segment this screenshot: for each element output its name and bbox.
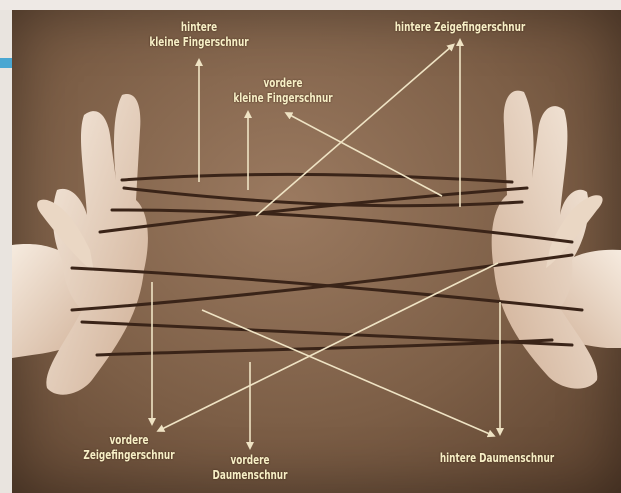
string-loops	[72, 174, 582, 355]
left-hand	[46, 94, 148, 395]
label-hintere-kleine-fingerschnur: hintere kleine Fingerschnur	[138, 20, 261, 50]
arrow-hintere-daumenschnur-a	[202, 310, 492, 435]
label-hintere-zeigefingerschnur: hintere Zeigefingerschnur	[378, 20, 542, 35]
arrow-vordere-kleine-fingerschnur-diagonal	[288, 114, 442, 196]
accent-bar	[0, 58, 12, 68]
arrow-vordere-zeigefingerschnur-b	[160, 263, 498, 430]
string-low-2	[82, 322, 572, 345]
string-figure-photo: hintere kleine Fingerschnur vordere klei…	[12, 10, 621, 493]
label-hintere-daumenschnur: hintere Daumenschnur	[427, 451, 566, 466]
label-vordere-daumenschnur: vordere Daumenschnur	[201, 453, 299, 483]
string-top-2	[124, 188, 522, 206]
top-border	[0, 0, 621, 10]
label-vordere-kleine-fingerschnur: vordere kleine Fingerschnur	[222, 76, 345, 106]
string-top-1	[122, 174, 512, 182]
arrow-hintere-zeigefingerschnur-b	[256, 46, 452, 216]
label-vordere-zeigefingerschnur: vordere Zeigefingerschnur	[68, 433, 191, 463]
